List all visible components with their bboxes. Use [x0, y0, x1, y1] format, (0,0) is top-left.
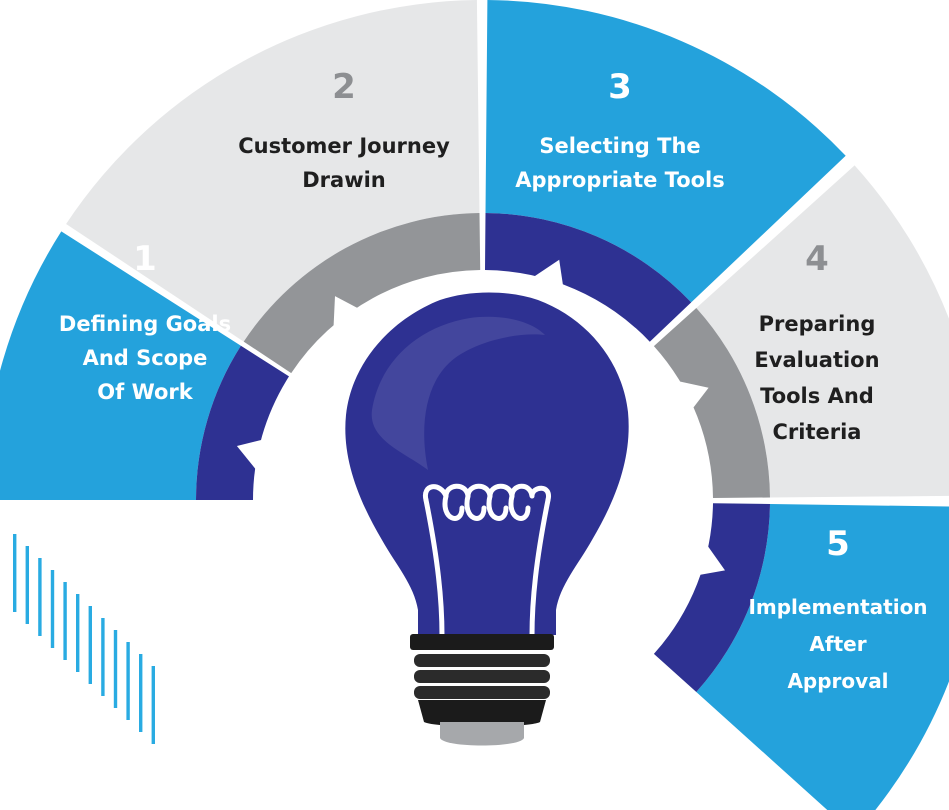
step-segment-4	[696, 165, 949, 498]
bulb-cap	[440, 722, 524, 746]
decorative-stripes	[13, 534, 155, 744]
step-title-line: Drawin	[302, 168, 386, 192]
lightbulb-icon	[345, 292, 629, 746]
step-number: 5	[826, 524, 850, 564]
step-title-line: After	[809, 632, 866, 656]
step-title-line: Evaluation	[754, 348, 879, 372]
ring-segment-2	[243, 213, 481, 374]
stripe	[113, 630, 118, 708]
bulb-collar	[410, 634, 554, 650]
stripe	[25, 546, 29, 624]
ring-segment-4	[653, 308, 770, 498]
step-title-line: Approval	[787, 669, 888, 693]
ring-notch-4	[677, 381, 709, 410]
step-segment-3	[485, 0, 846, 303]
ring-segment-5	[653, 503, 770, 692]
bulb-thread	[414, 654, 550, 667]
inner-rings	[195, 213, 770, 692]
step-number: 2	[332, 67, 356, 107]
ring-notch-5	[698, 544, 725, 576]
step-title-line: Selecting The	[539, 134, 700, 158]
step-title-line: Criteria	[773, 420, 862, 444]
step-number: 1	[133, 239, 157, 279]
stripe	[88, 606, 92, 684]
stripe	[38, 558, 42, 636]
step-number: 3	[608, 67, 632, 107]
step-segment-5	[696, 504, 949, 810]
step-title-line: Preparing	[759, 312, 876, 336]
bulb-thread	[414, 686, 550, 699]
step-title-line: Appropriate Tools	[515, 168, 725, 192]
stripe	[63, 582, 67, 660]
step-title-line: Tools And	[760, 384, 874, 408]
ring-segment-1	[195, 345, 289, 500]
step-number: 4	[805, 239, 829, 279]
stripe	[151, 666, 155, 744]
bulb-highlight	[371, 316, 545, 470]
stripe	[101, 618, 105, 696]
stripe	[13, 534, 17, 612]
step-title-line: And Scope	[83, 346, 208, 370]
stripe	[126, 642, 130, 720]
bulb-base-bottom	[418, 700, 546, 727]
bulb-base	[410, 634, 554, 746]
ring-notch-1	[236, 439, 264, 471]
ring-notch-2	[333, 296, 359, 328]
filament	[422, 483, 551, 639]
ring-segment-3	[485, 213, 692, 342]
step-title-line: Customer Journey	[238, 134, 450, 158]
step-title-line: Of Work	[97, 380, 193, 404]
step-title-line: Defining Goals	[59, 312, 231, 336]
bulb-thread	[414, 670, 550, 683]
stripe	[50, 570, 55, 648]
ring-notch-3	[532, 259, 564, 287]
stripe	[139, 654, 143, 732]
bulb-glass	[345, 292, 629, 635]
step-segment-2	[66, 0, 480, 342]
step-title-line: Implementation	[748, 595, 927, 619]
stripe	[76, 594, 80, 672]
step-segment-1	[0, 231, 241, 500]
